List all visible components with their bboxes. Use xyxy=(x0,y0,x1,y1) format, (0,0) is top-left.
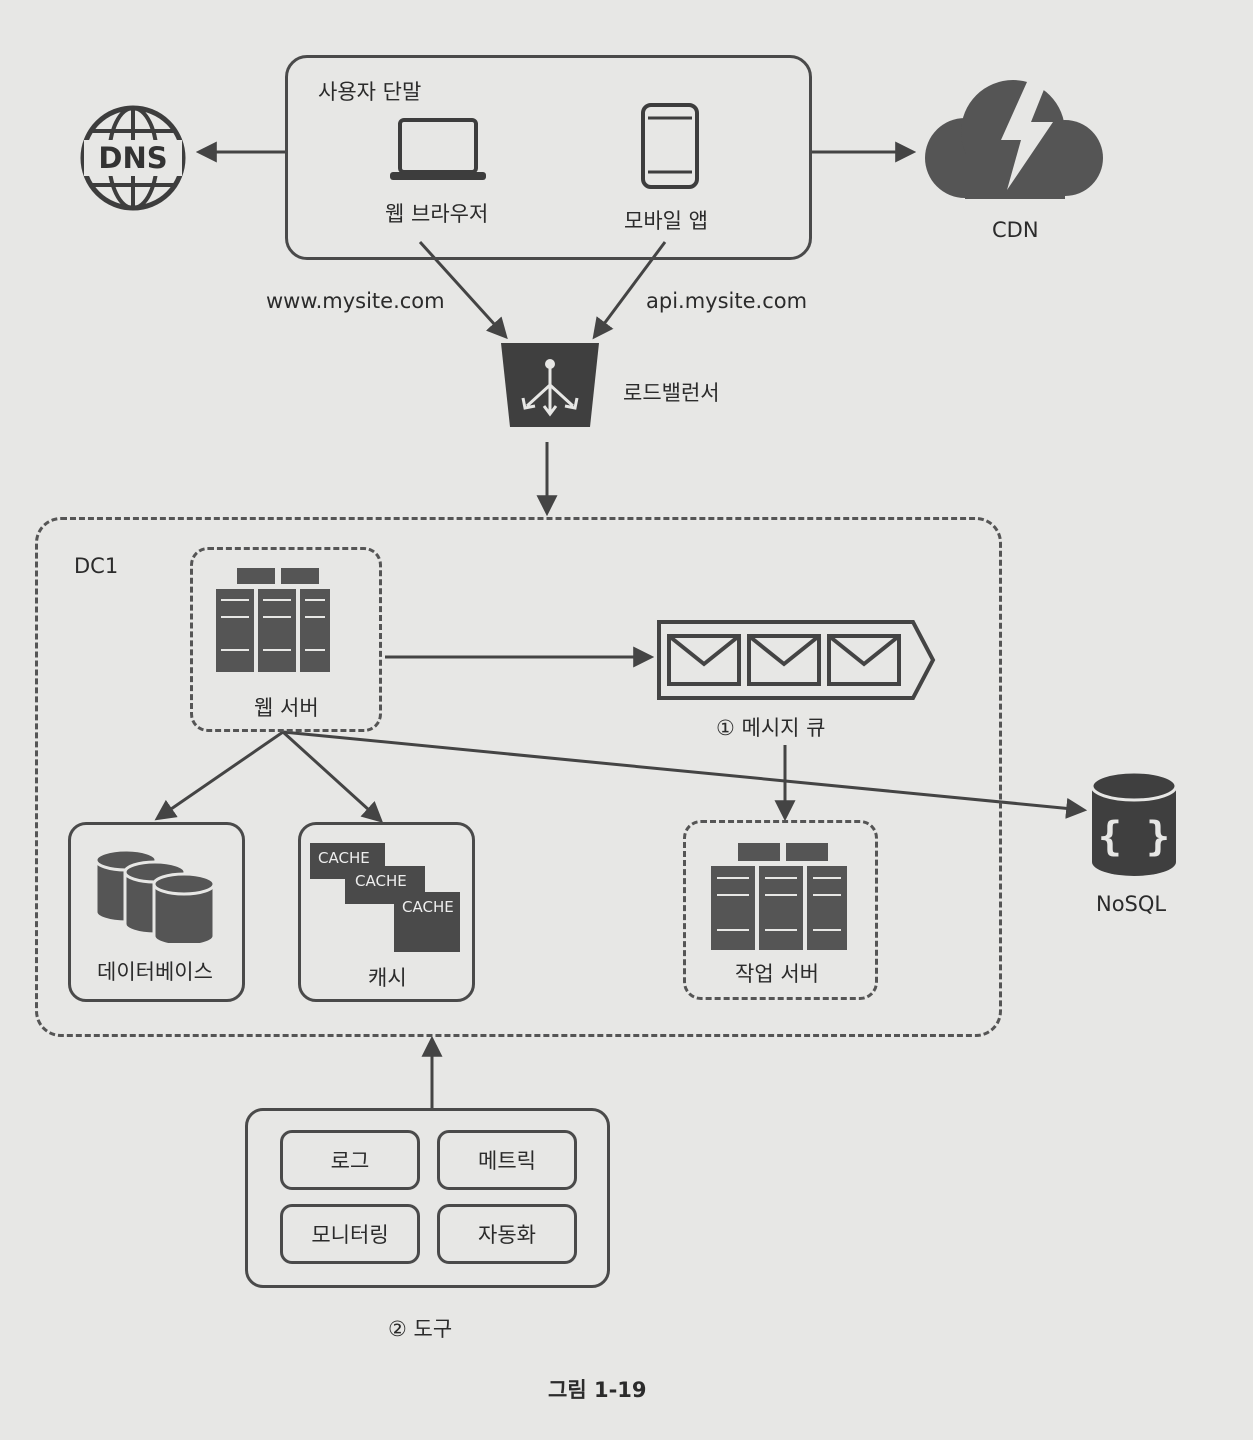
www-domain-label: www.mysite.com xyxy=(266,289,445,313)
web-server-group xyxy=(190,547,382,732)
cache-box xyxy=(298,822,475,1002)
cache-tag-3: CACHE xyxy=(394,892,460,952)
api-domain-label: api.mysite.com xyxy=(646,289,808,313)
database-label: 데이터베이스 xyxy=(97,960,213,984)
mobile-app-label: 모바일 앱 xyxy=(624,209,708,233)
tools-label: ② 도구 xyxy=(388,1317,453,1341)
webserver-to-db-arrow xyxy=(154,730,284,821)
worker-server-label: 작업 서버 xyxy=(735,962,819,986)
nosql-label: NoSQL xyxy=(1096,892,1167,916)
mobile-phone-icon xyxy=(641,103,699,189)
globe-icon xyxy=(80,105,186,211)
client-device-box xyxy=(285,55,812,260)
figure-caption: 그림 1-19 xyxy=(548,1378,647,1402)
svg-text:{ }: { } xyxy=(1098,814,1170,860)
dns-label: DNS xyxy=(98,141,168,175)
dc1-region xyxy=(35,517,1002,1037)
web-server-icon xyxy=(216,568,330,672)
webserver-to-nosql-arrow xyxy=(282,730,1088,819)
client-title: 사용자 단말 xyxy=(318,80,422,104)
web-browser-label: 웹 브라우저 xyxy=(385,202,489,226)
worker-server-icon xyxy=(711,843,847,950)
tool-monitoring: 모니터링 xyxy=(280,1204,420,1264)
web-server-label: 웹 서버 xyxy=(254,696,319,720)
message-queue-label: ① 메시지 큐 xyxy=(716,716,826,740)
tools-box xyxy=(245,1108,610,1288)
nosql-icon: { } xyxy=(1090,770,1178,876)
tool-log: 로그 xyxy=(280,1130,420,1190)
worker-server-group xyxy=(683,820,878,1000)
tool-metrics: 메트릭 xyxy=(437,1130,577,1190)
dns-node: DNS xyxy=(78,103,188,213)
cache-tag-1: CACHE xyxy=(310,843,385,879)
cache-tag-2: CACHE xyxy=(345,866,425,904)
load-balancer-label: 로드밸런서 xyxy=(623,381,720,405)
tool-automation: 자동화 xyxy=(437,1204,577,1264)
cache-label: 캐시 xyxy=(368,966,407,990)
webserver-to-cache-arrow xyxy=(281,730,384,823)
database-icon xyxy=(94,848,216,943)
dc1-label: DC1 xyxy=(74,554,119,578)
load-balancer-icon xyxy=(501,343,599,427)
laptop-icon xyxy=(390,118,486,180)
message-queue-icon xyxy=(657,620,936,700)
cdn-cloud-icon xyxy=(925,80,1103,199)
database-box xyxy=(68,822,245,1002)
cdn-label: CDN xyxy=(992,218,1039,242)
